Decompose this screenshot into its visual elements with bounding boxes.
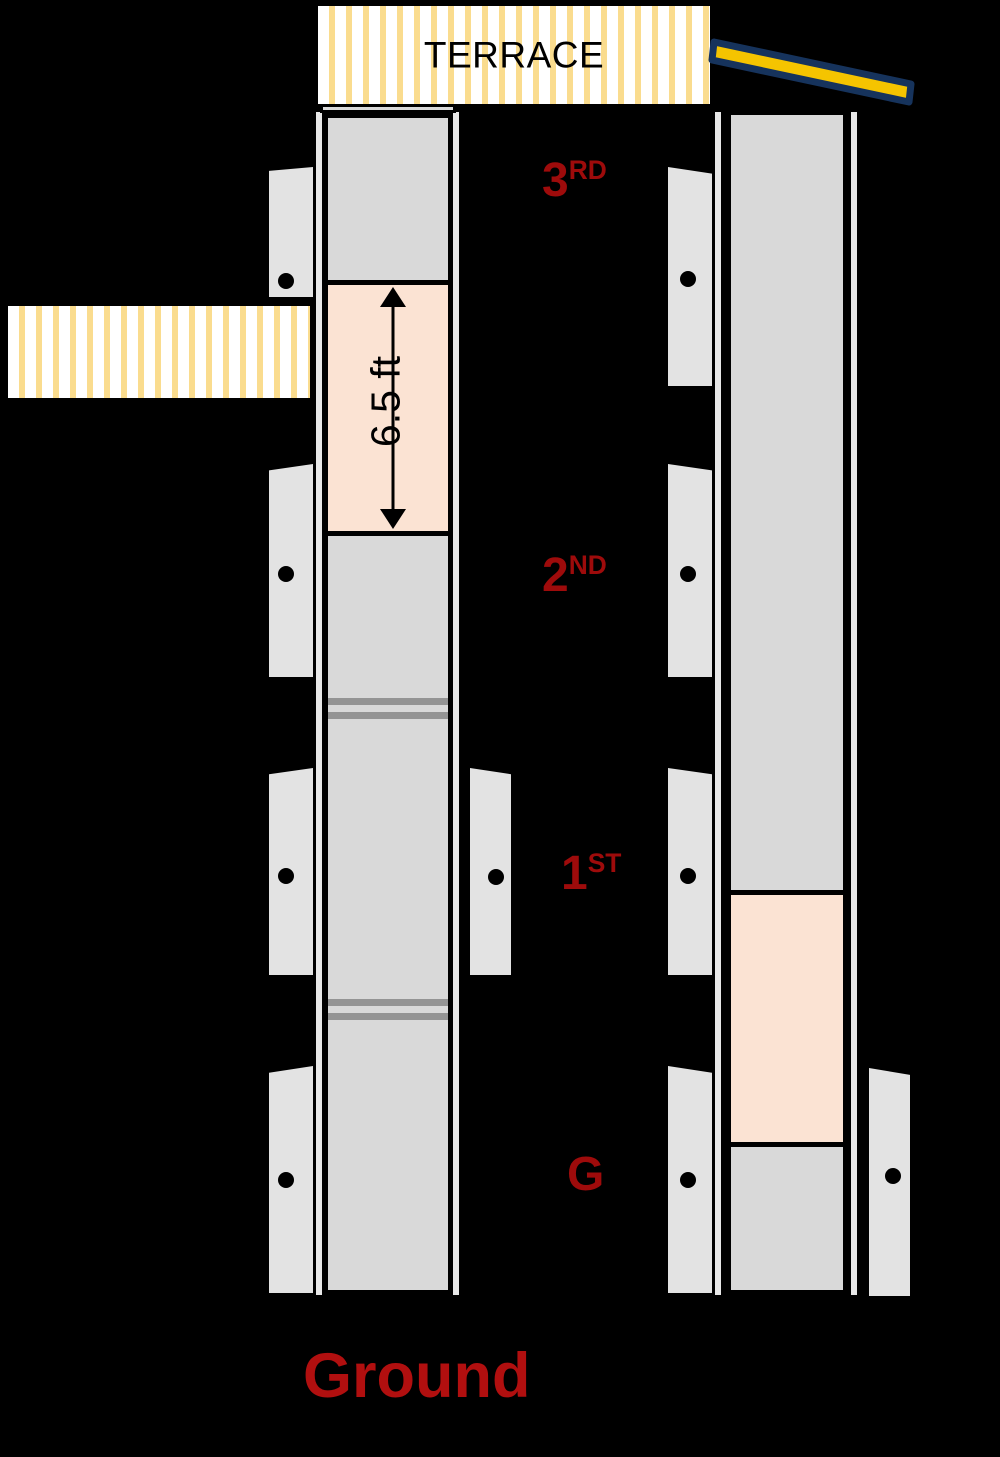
door-handle-icon <box>278 868 294 884</box>
door-right-1st[interactable] <box>668 768 712 975</box>
door-right-ground[interactable] <box>668 1066 712 1293</box>
left-shaft-slab-band <box>328 999 448 1006</box>
floor-number-g: G <box>567 1148 605 1201</box>
dimension-arrow-down-icon <box>380 509 406 529</box>
door-handle-icon <box>488 869 504 885</box>
door-right-3rd[interactable] <box>668 167 712 386</box>
door-handle-icon <box>680 271 696 287</box>
left-shaft-slab-band <box>328 698 448 705</box>
dimension-label: 6.5 ft <box>362 355 409 448</box>
floor-number-2: 2 <box>542 549 569 602</box>
door-handle-icon <box>680 1172 696 1188</box>
door-handle-icon <box>680 868 696 884</box>
door-handle-icon <box>278 273 294 289</box>
door-handle-icon <box>885 1168 901 1184</box>
door-left-1st[interactable] <box>269 768 313 975</box>
dimension-line <box>391 305 395 511</box>
left-shaft-head-cap <box>320 104 456 113</box>
right-shaft-outer-rail <box>715 112 721 1295</box>
floor-label-3rd: 3RD <box>542 157 607 205</box>
cab-height-dimension: 6.5 ft <box>328 285 458 531</box>
left-shaft-slab-band <box>328 1013 448 1020</box>
floor-number-1: 1 <box>561 847 588 900</box>
left-shaft-inner-rail <box>452 112 459 1295</box>
solar-panel-icon <box>708 38 915 106</box>
floor-suffix-1: ST <box>587 848 622 878</box>
left-terrace-pergola <box>8 306 310 398</box>
door-far-right-ground[interactable] <box>869 1068 910 1296</box>
floor-suffix-2: ND <box>568 550 607 580</box>
left-shaft-slab-band <box>328 712 448 719</box>
floor-number-3: 3 <box>542 154 569 207</box>
left-elevator-cab: 6.5 ft <box>323 280 453 536</box>
right-elevator-cab <box>726 890 848 1147</box>
door-handle-icon <box>278 566 294 582</box>
right-shaft-inner-rail <box>851 112 857 1295</box>
left-shaft-outer-rail <box>316 112 322 1295</box>
door-handle-icon <box>680 566 696 582</box>
terrace-label: TERRACE <box>423 34 605 76</box>
floor-label-2nd: 2ND <box>542 552 607 600</box>
door-right-2nd[interactable] <box>668 464 712 677</box>
floor-suffix-3: RD <box>568 155 607 185</box>
door-left-2nd[interactable] <box>269 464 313 677</box>
door-left-ground[interactable] <box>269 1066 313 1293</box>
dimension-arrow-up-icon <box>380 287 406 307</box>
floor-label-1st: 1ST <box>561 850 621 898</box>
floor-label-ground: G <box>567 1151 604 1199</box>
door-handle-icon <box>278 1172 294 1188</box>
door-left-3rd[interactable] <box>269 167 313 297</box>
terrace-pergola: TERRACE <box>318 6 710 104</box>
ground-caption: Ground <box>303 1341 531 1411</box>
door-middle-1st[interactable] <box>470 768 511 975</box>
